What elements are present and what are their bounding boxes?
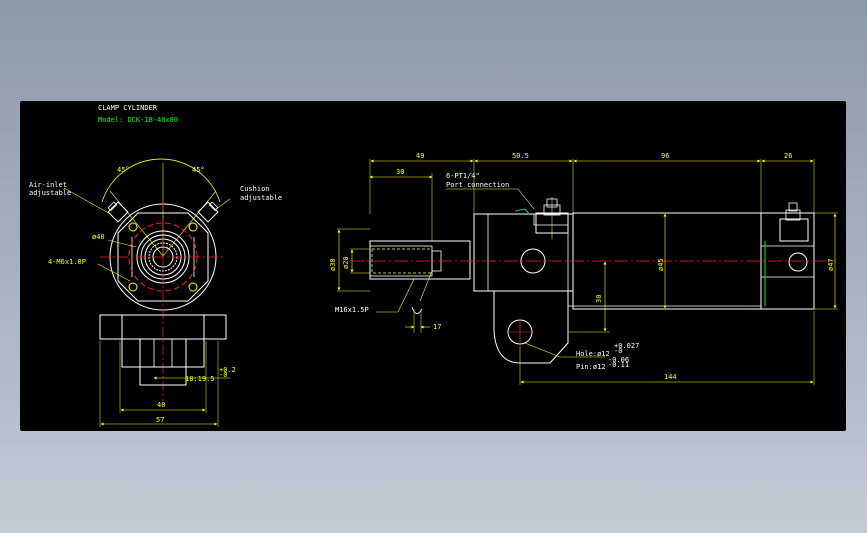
side-view: 49 50.5 96 26 30 6-PT1/4" Port connectio… <box>329 152 838 385</box>
slot-dimension: 18:19.5 <box>185 375 215 383</box>
thread-label: 4-M6x1.0P <box>48 258 86 266</box>
slot-tol-upper: +0.2 <box>219 366 236 374</box>
pin-tol-lower: -0.11 <box>608 361 629 369</box>
hole-tol-upper: +0.027 <box>614 342 639 350</box>
dim-50-5-label: 50.5 <box>512 152 529 160</box>
port-sub-label: Port connection <box>446 181 509 189</box>
rear-port-fitting <box>779 202 809 242</box>
angle-left-label: 45° <box>117 166 130 174</box>
cushion-port <box>197 201 219 223</box>
dia-20-label: ø20 <box>342 256 350 269</box>
dim-26-label: 26 <box>784 152 792 160</box>
width-40-label: 40 <box>157 401 165 409</box>
front-view: 45° 45° <box>29 158 282 427</box>
angle-right-label: 45° <box>192 166 205 174</box>
model-number: Model: DCK-1B-40x80 <box>98 116 178 124</box>
drawing-title: CLAMP CYLINDER <box>98 104 158 112</box>
dia-47-label: ø47 <box>827 258 835 271</box>
dia-30-label: ø30 <box>329 258 337 271</box>
drawing-canvas: CLAMP CYLINDER Model: DCK-1B-40x80 45° 4… <box>29 104 838 427</box>
width-57-label: 57 <box>156 416 164 424</box>
dim-17-label: 17 <box>433 323 441 331</box>
dim-144-label: 144 <box>664 373 677 381</box>
slot-tol-lower: -0 <box>219 371 227 379</box>
bore-dia-label: ø40 <box>92 233 105 241</box>
dim-96-label: 96 <box>661 152 669 160</box>
head-block <box>473 213 574 292</box>
dim-49-label: 49 <box>416 152 424 160</box>
cushion-sub-label: adjustable <box>240 194 282 202</box>
hole-label: Hole:ø12 <box>576 350 610 358</box>
air-inlet-label: Air-inlet <box>29 181 67 189</box>
port-label: 6-PT1/4" <box>446 172 480 180</box>
dia-45-label: ø45 <box>657 258 665 271</box>
dim-30-top-label: 30 <box>396 168 404 176</box>
clevis-bracket <box>493 291 569 364</box>
cushion-label: Cushion <box>240 185 270 193</box>
dim-30-vert-label: 30 <box>595 295 603 303</box>
rod-thread-label: M16x1.5P <box>335 306 369 314</box>
head-port-fitting <box>535 197 569 239</box>
hole-tol-lower: -0 <box>614 347 622 355</box>
pin-label: Pin:ø12 <box>576 363 606 371</box>
cad-viewport[interactable]: CLAMP CYLINDER Model: DCK-1B-40x80 45° 4… <box>20 101 846 431</box>
air-inlet-sub-label: adjustable <box>29 189 71 197</box>
angle-arc <box>101 158 221 203</box>
air-inlet-port <box>107 201 129 223</box>
pin-tol-upper: -0.06 <box>608 356 629 364</box>
